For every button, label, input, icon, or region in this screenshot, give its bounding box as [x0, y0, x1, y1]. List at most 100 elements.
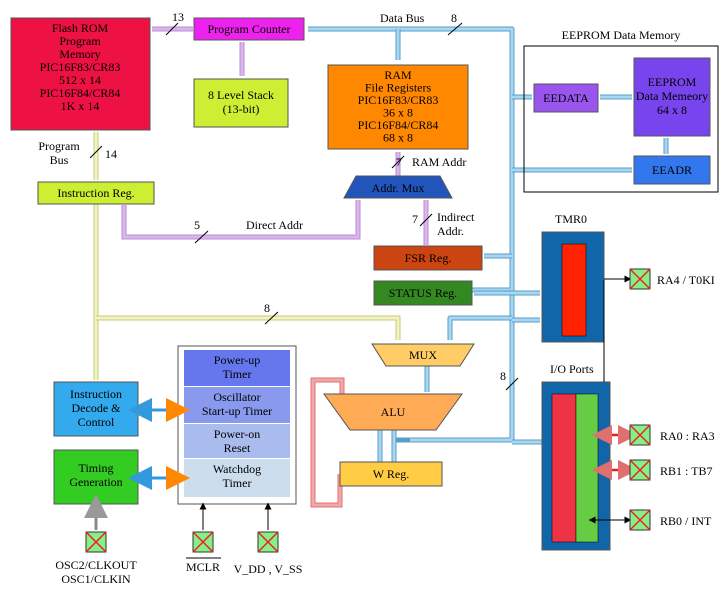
svg-text:8: 8 [264, 301, 270, 315]
svg-text:Instruction Reg.: Instruction Reg. [57, 186, 134, 200]
text-line: Decode & [72, 401, 122, 415]
text-line: Reset [224, 441, 251, 455]
svg-text:RA0 : RA3: RA0 : RA3 [660, 429, 715, 443]
text-line: Oscillator [213, 390, 260, 404]
svg-text:I/O Ports: I/O Ports [550, 362, 594, 376]
text-line: Flash ROM [52, 21, 109, 35]
fsr-reg-block: FSR Reg. [373, 245, 483, 271]
text-line: OSC2/CLKOUT [55, 558, 137, 572]
text-line: PIC16F84/CR84 [358, 118, 439, 132]
text-line: 512 x 14 [59, 73, 101, 87]
text-line: File Registers [365, 81, 432, 95]
text-line: Data Memeory [636, 89, 708, 103]
text-line: Indirect [437, 210, 475, 224]
eedata-block: EEDATA [533, 83, 599, 113]
svg-text:13: 13 [172, 10, 184, 24]
instruction-reg-block: Instruction Reg. [37, 181, 155, 205]
svg-text:Addr. Mux: Addr. Mux [372, 181, 425, 195]
pin-ra4: RA4 / T0KI [629, 268, 715, 290]
svg-text:ALU: ALU [381, 405, 406, 419]
svg-text:RA4 / T0KI: RA4 / T0KI [657, 273, 715, 287]
text-line: Power-on [214, 427, 260, 441]
w-reg-block: W Reg. [339, 461, 443, 487]
text-line: Addr. [437, 224, 464, 238]
status-reg-block: STATUS Reg. [373, 280, 473, 306]
svg-text:MCLR: MCLR [186, 560, 220, 574]
svg-text:Data Bus: Data Bus [380, 11, 425, 25]
eeadr-block: EEADR [633, 155, 711, 185]
svg-text:EEADR: EEADR [652, 163, 692, 177]
text-line: PIC16F83/CR83 [358, 93, 439, 107]
stack-block: 8 Level Stack(13-bit) [193, 78, 289, 128]
text-line: Start-up Timer [202, 404, 272, 418]
svg-text:STATUS Reg.: STATUS Reg. [389, 286, 457, 300]
text-line: Memory [59, 47, 100, 61]
text-line: EEPROM [648, 75, 697, 89]
text-line: Program [59, 34, 101, 48]
svg-text:V_DD , V_SS: V_DD , V_SS [234, 562, 303, 576]
svg-text:8: 8 [500, 369, 506, 383]
svg-text:RB0 / INT: RB0 / INT [660, 514, 712, 528]
text-line: RAM [384, 68, 412, 82]
text-line: Bus [50, 153, 69, 167]
text-line: Watchdog [213, 462, 261, 476]
text-line: Generation [69, 475, 122, 489]
address-bus [121, 26, 429, 245]
text-line: 64 x 8 [657, 103, 687, 117]
svg-text:Direct Addr: Direct Addr [246, 218, 303, 232]
eeprom-data-memory-group [523, 45, 719, 193]
text-line: Timer [223, 367, 252, 381]
svg-text:7: 7 [412, 212, 418, 226]
svg-text:Program Counter: Program Counter [208, 22, 291, 36]
text-line: Control [78, 415, 115, 429]
mux-block: MUX [371, 343, 475, 367]
pin-vdd-vss: V_DD , V_SS [234, 531, 303, 576]
svg-text:8: 8 [451, 11, 457, 25]
svg-text:8 Level Stack(13-bit): 8 Level Stack(13-bit) [208, 88, 274, 116]
pin-ra0-ra3: RA0 : RA3 [629, 424, 715, 446]
svg-text:RAM Addr: RAM Addr [412, 155, 466, 169]
text-line: Timing [79, 461, 114, 475]
text-line: PIC16F84/CR84 [40, 86, 121, 100]
text-line: 1K x 14 [61, 99, 100, 113]
data-bus [308, 26, 632, 465]
svg-text:RB1 : TB7: RB1 : TB7 [660, 464, 712, 478]
text-line: Program [38, 139, 80, 153]
svg-text:FSR Reg.: FSR Reg. [405, 251, 452, 265]
text-line: 8 Level Stack [208, 88, 274, 102]
pin-rb0-int: RB0 / INT [629, 509, 712, 531]
program-bus [93, 132, 401, 380]
text-line: Timer [223, 476, 252, 490]
svg-text:MUX: MUX [409, 348, 437, 362]
text-line: (13-bit) [223, 102, 260, 116]
text-line: 36 x 8 [383, 106, 413, 120]
io-ports-block: I/O Ports [541, 362, 611, 551]
pin-mclr: MCLR [186, 531, 221, 574]
text-line: Instruction [70, 387, 122, 401]
svg-text:14: 14 [105, 147, 117, 161]
svg-text:W Reg.: W Reg. [373, 467, 409, 481]
text-line: PIC16F83/CR83 [40, 60, 121, 74]
